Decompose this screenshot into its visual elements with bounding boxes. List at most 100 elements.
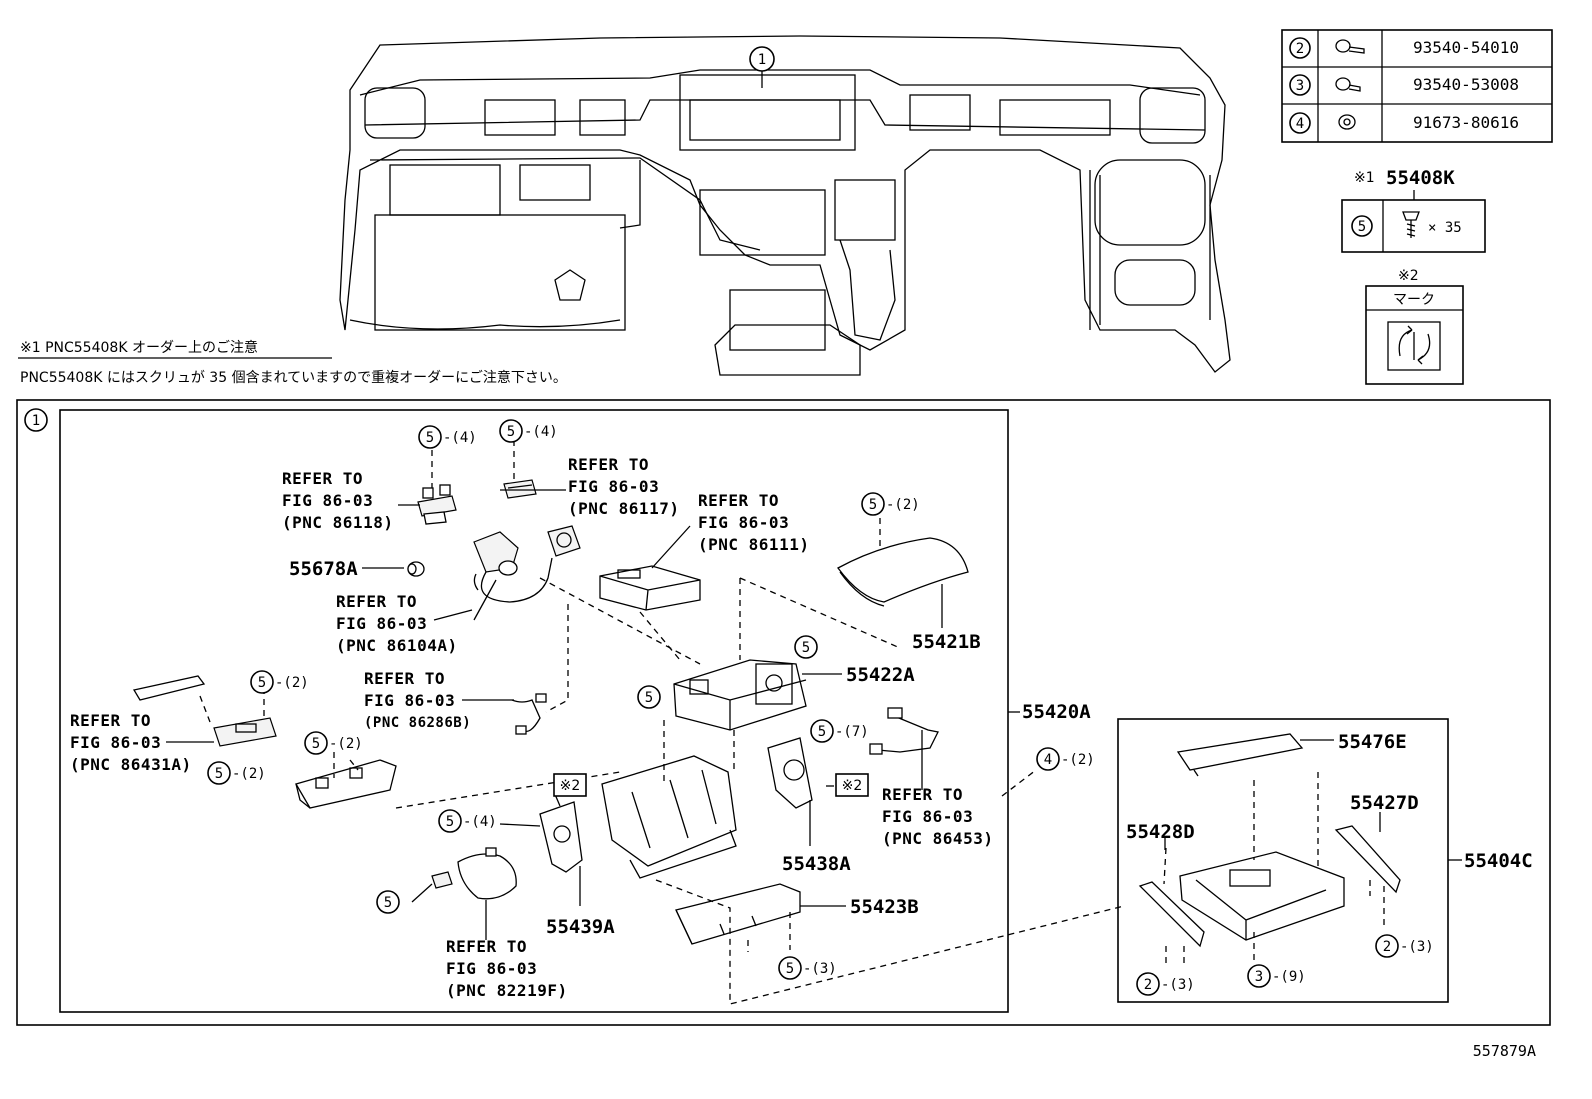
mark-legend-symbol: ※2 <box>1398 268 1419 284</box>
svg-text:REFER TO: REFER TO <box>882 785 963 804</box>
svg-text:FIG 86-03: FIG 86-03 <box>698 513 789 532</box>
table-row-3-circle: 4 <box>1296 116 1304 132</box>
callout-qty-l: -(3) <box>803 961 837 977</box>
callout-qty-g: -(2) <box>329 736 363 752</box>
switch-86117-drawing <box>503 479 537 499</box>
callout-qty-b: -(4) <box>524 424 558 440</box>
svg-text:(PNC 86117): (PNC 86117) <box>568 499 679 518</box>
svg-text:REFER TO: REFER TO <box>70 711 151 730</box>
svg-text:REFER TO: REFER TO <box>364 669 445 688</box>
refer-to-86431A: REFER TO FIG 86-03 (PNC 86431A) <box>70 711 192 774</box>
trim-55428D-drawing <box>1138 881 1205 948</box>
callout-circles <box>207 419 1399 996</box>
assembly-callout-circle <box>749 46 775 72</box>
callout-5-i: 5 <box>818 724 826 740</box>
part-label-55439A: 55439A <box>546 916 615 938</box>
box-55420A-frame <box>59 409 1009 1013</box>
callout-5-f: 5 <box>258 675 266 691</box>
table-row-1-circle: 2 <box>1296 41 1304 57</box>
svg-text:FIG 86-03: FIG 86-03 <box>882 807 973 826</box>
part-label-55420A: 55420A <box>1022 701 1091 723</box>
callout-qty-4: -(2) <box>1061 752 1095 768</box>
callout-qty-2a: -(3) <box>1161 977 1195 993</box>
svg-text:REFER TO: REFER TO <box>446 937 527 956</box>
screw-kit-part-number: 55408K <box>1386 167 1455 189</box>
svg-text:FIG 86-03: FIG 86-03 <box>282 491 373 510</box>
callout-qty-h: -(2) <box>232 766 266 782</box>
bracket-55438A-drawing <box>767 737 813 809</box>
callout-4: 4 <box>1044 752 1052 768</box>
callout-5-d: 5 <box>802 640 810 656</box>
note-body: PNC55408K にはスクリュが 35 個含まれていますので重複オーダーにご注… <box>20 369 567 386</box>
socket-cable-86104A-drawing <box>473 525 581 603</box>
svg-text:(PNC 86286B): (PNC 86286B) <box>364 715 471 731</box>
housing-55422A-drawing <box>673 659 807 731</box>
refer-to-86453: REFER TO FIG 86-03 (PNC 86453) <box>882 785 993 848</box>
lid-55476E-drawing <box>1176 733 1304 777</box>
refer-to-86104A: REFER TO FIG 86-03 (PNC 86104A) <box>336 592 458 655</box>
part-label-55428D: 55428D <box>1126 821 1195 843</box>
callout-5-g: 5 <box>312 736 320 752</box>
svg-text:(PNC 86118): (PNC 86118) <box>282 513 393 532</box>
bolt-icon <box>1335 39 1365 54</box>
callout-5-e: 5 <box>645 690 653 706</box>
callout-5-c: 5 <box>869 497 877 513</box>
callout-2-b: 2 <box>1383 939 1391 955</box>
table-row-1-part: 93540-54010 <box>1413 38 1519 57</box>
cover-55423B-drawing <box>675 883 801 945</box>
mark-callout-a: ※2 <box>560 778 581 794</box>
nut-icon <box>1338 114 1356 130</box>
part-label-55678A: 55678A <box>289 558 358 580</box>
svg-text:(PNC 82219F): (PNC 82219F) <box>446 981 568 1000</box>
part-label-55438A: 55438A <box>782 853 851 875</box>
svg-text:(PNC 86431A): (PNC 86431A) <box>70 755 192 774</box>
refer-to-86111: REFER TO FIG 86-03 (PNC 86111) <box>698 491 809 554</box>
callout-5-j: 5 <box>446 814 454 830</box>
callout-qty-f: -(2) <box>275 675 309 691</box>
cable-86286B-drawing <box>511 693 547 735</box>
svg-text:(PNC 86453): (PNC 86453) <box>882 829 993 848</box>
bracket-left-drawing <box>295 759 397 809</box>
callout-qty-j: -(4) <box>463 814 497 830</box>
bracket-55439A-drawing <box>539 801 583 873</box>
svg-text:FIG 86-03: FIG 86-03 <box>364 691 455 710</box>
note-title: ※1 PNC55408K オーダー上のご注意 <box>20 339 258 356</box>
screw-kit-quantity: × 35 <box>1428 220 1462 236</box>
screw-kit: ※1 55408K 5 × 35 <box>1341 167 1486 253</box>
refer-to-86117: REFER TO FIG 86-03 (PNC 86117) <box>568 455 679 518</box>
callout-qty-2b: -(3) <box>1400 939 1434 955</box>
part-label-55421B: 55421B <box>912 631 981 653</box>
callout-qty-a: -(4) <box>443 430 477 446</box>
svg-text:FIG 86-03: FIG 86-03 <box>70 733 161 752</box>
callout-5-l: 5 <box>786 961 794 977</box>
table-row-3-part: 91673-80616 <box>1413 113 1519 132</box>
callout-qty-c: -(2) <box>886 497 920 513</box>
bezel-55404C-drawing <box>1179 851 1345 941</box>
cable-86453-drawing <box>869 707 939 755</box>
callout-5-b: 5 <box>507 424 515 440</box>
svg-text:(PNC 86111): (PNC 86111) <box>698 535 809 554</box>
switch-bracket-86118-drawing <box>417 484 457 525</box>
callout-5-k: 5 <box>384 895 392 911</box>
socket-55678A-drawing <box>407 561 425 577</box>
screw-kit-mark: ※1 <box>1354 170 1375 186</box>
refer-to-82219F: REFER TO FIG 86-03 (PNC 82219F) <box>446 937 568 1000</box>
svg-text:(PNC 86104A): (PNC 86104A) <box>336 636 458 655</box>
mark-legend-label: マーク <box>1393 292 1435 308</box>
svg-text:FIG 86-03: FIG 86-03 <box>336 614 427 633</box>
callout-2-a: 2 <box>1144 977 1152 993</box>
table-row-2-circle: 3 <box>1296 78 1304 94</box>
table-row-2-part: 93540-53008 <box>1413 75 1519 94</box>
refer-to-86118: REFER TO FIG 86-03 (PNC 86118) <box>282 469 393 532</box>
recycle-mark-icon <box>1398 325 1431 365</box>
fastener-table: 2 3 4 93540-54010 93540-53008 91673-8061… <box>1281 29 1553 143</box>
mark-callout-b: ※2 <box>842 778 863 794</box>
part-label-55423B: 55423B <box>850 896 919 918</box>
callout-qty-3: -(9) <box>1272 969 1306 985</box>
center-panel-drawing <box>601 755 737 879</box>
part-label-55427D: 55427D <box>1350 792 1419 814</box>
lid-55421B-drawing <box>837 537 969 607</box>
light-82219F-drawing <box>431 847 517 900</box>
part-label-55404C: 55404C <box>1464 850 1533 872</box>
